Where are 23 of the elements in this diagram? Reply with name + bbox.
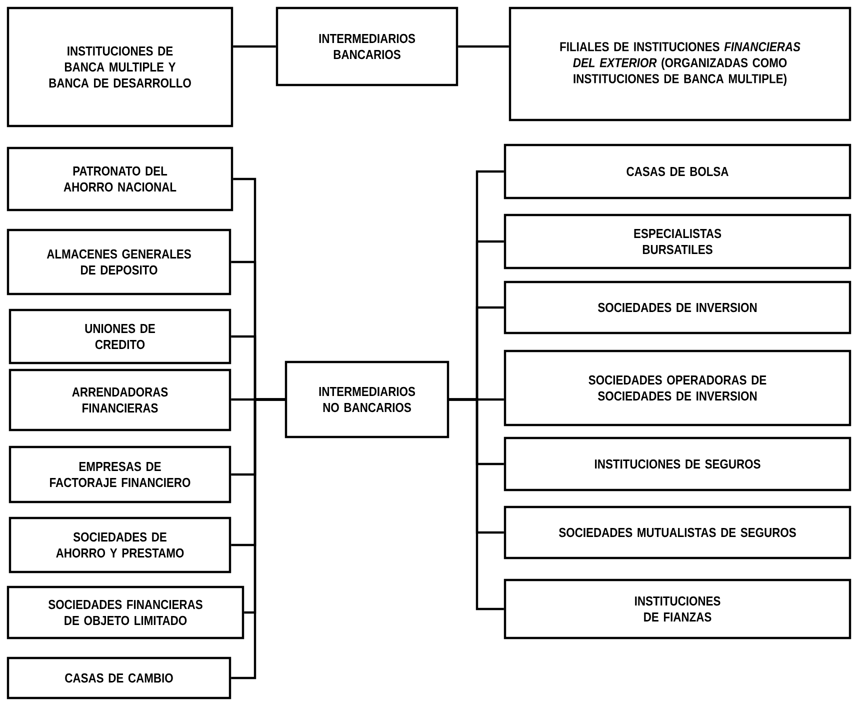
org-box: ARRENDADORAS FINANCIERAS	[8, 368, 232, 432]
org-box: SOCIEDADES DE INVERSION	[504, 280, 852, 334]
org-box: ALMACENES GENERALES DE DEPOSITO	[6, 228, 232, 296]
org-box: FILIALES DE INSTITUCIONES FINANCIERAS DEL EXTERIOR (ORGANIZADAS COMO INSTITUCIONES DE BANCA MULTIPLE)	[508, 6, 852, 122]
org-box: EMPRESAS DE FACTORAJE FINANCIERO	[8, 446, 232, 504]
org-box: CASAS DE CAMBIO	[6, 656, 232, 700]
org-box: INSTITUCIONES DE FIANZAS	[504, 578, 852, 640]
connector-line	[231, 398, 285, 680]
org-box: INTERMEDIARIOS NO BANCARIOS	[284, 360, 450, 438]
org-box: CASAS DE BOLSA	[504, 144, 852, 200]
org-box: INSTITUCIONES DE BANCA MULTIPLE Y BANCA DE DESARROLLO	[6, 6, 234, 128]
org-box: SOCIEDADES FINANCIERAS DE OBJETO LIMITADO	[6, 586, 244, 640]
org-box: SOCIEDADES OPERADORAS DE SOCIEDADES DE INVERSION	[504, 350, 852, 426]
connector-line	[449, 398, 504, 610]
org-box: UNIONES DE CREDITO	[8, 308, 232, 364]
org-box: SOCIEDADES MUTUALISTAS DE SEGUROS	[504, 506, 852, 560]
connector-line	[458, 45, 509, 48]
org-box: ESPECIALISTAS BURSATILES	[504, 214, 852, 270]
org-box: SOCIEDADES DE AHORRO Y PRESTAMO	[8, 516, 232, 574]
org-box: PATRONATO DEL AHORRO NACIONAL	[6, 146, 234, 212]
org-box: INTERMEDIARIOS BANCARIOS	[276, 6, 458, 86]
connector-line	[233, 45, 276, 48]
org-box: INSTITUCIONES DE SEGUROS	[504, 436, 852, 492]
